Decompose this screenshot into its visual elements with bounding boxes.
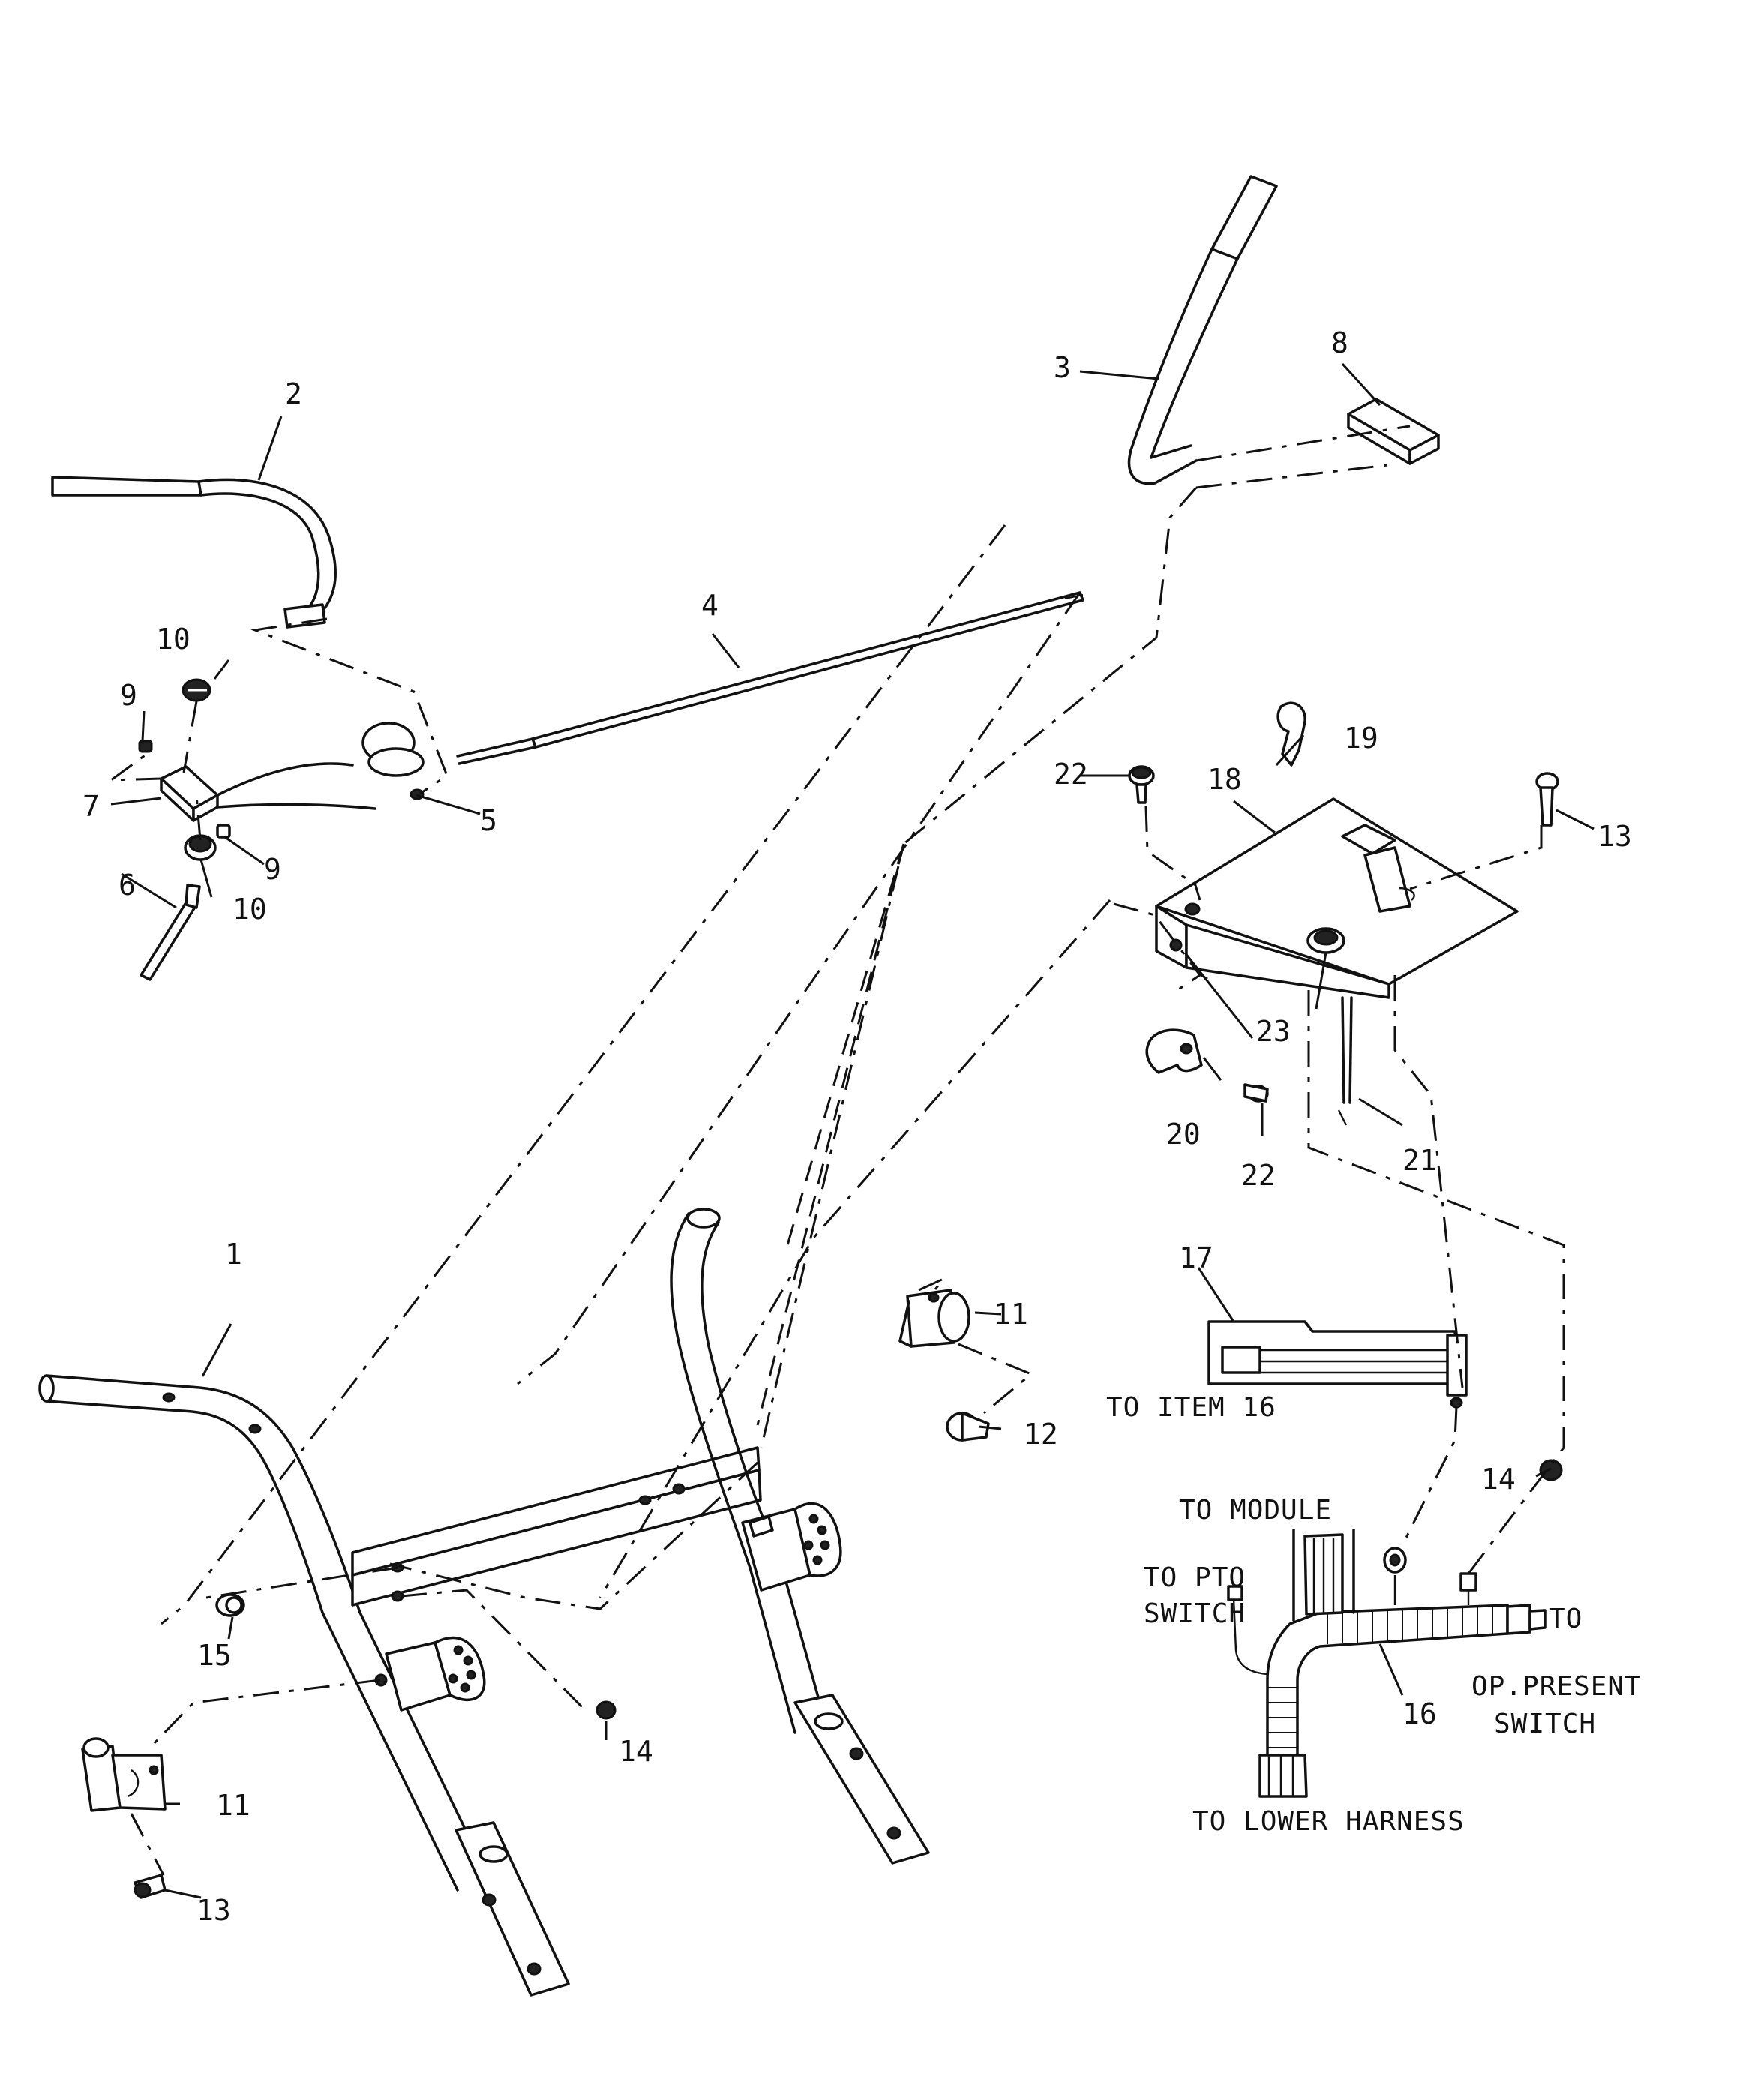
callout-12: 12 [1024, 1418, 1058, 1451]
callout-4: 4 [701, 589, 718, 622]
callout-leaders [110, 362, 1594, 1899]
part-22-bolt-lower [1244, 1083, 1269, 1103]
note-to-item-16: TO ITEM 16 [1106, 1392, 1276, 1423]
part-18-plate [1155, 797, 1519, 999]
note-op-present: OP.PRESENT [1472, 1671, 1642, 1702]
part-16-harness [1227, 1529, 1546, 1798]
callout-14-right: 14 [1481, 1463, 1516, 1496]
note-to-lower-harness: TO LOWER HARNESS [1192, 1806, 1465, 1837]
part-7-block [160, 762, 376, 822]
callout-8: 8 [1331, 326, 1348, 359]
part-12-connector [946, 1412, 990, 1442]
callout-14-lower: 14 [619, 1735, 653, 1768]
part-8-block [1347, 398, 1440, 465]
callout-7: 7 [82, 790, 100, 823]
part-13-screw-lower [134, 1874, 166, 1899]
callout-15: 15 [197, 1639, 232, 1672]
note-to-pto: TO PTO [1144, 1562, 1246, 1593]
callout-9-upper: 9 [120, 679, 137, 712]
part-21-wire [1337, 996, 1353, 1126]
part-22-bolt-upper [1128, 765, 1155, 804]
callout-22-lower: 22 [1241, 1159, 1276, 1192]
part-17-harness-end [1208, 1320, 1468, 1409]
callout-11-lower: 11 [216, 1789, 250, 1822]
callout-23: 23 [1256, 1015, 1291, 1048]
part-19-key [1276, 701, 1306, 767]
part-1-right-bar [670, 1208, 930, 1865]
callout-21: 21 [1402, 1144, 1437, 1177]
callout-16: 16 [1402, 1697, 1437, 1730]
part-11-switch-upper [898, 1289, 970, 1348]
connection-lines [107, 425, 1565, 1876]
callout-13-lower: 13 [196, 1894, 231, 1927]
callout-17: 17 [1179, 1241, 1214, 1274]
part-10-nut-lower [184, 834, 217, 861]
part-6-link [140, 884, 201, 981]
callout-18: 18 [1208, 763, 1242, 796]
callout-1: 1 [225, 1238, 242, 1271]
part-10-nut-upper [182, 678, 212, 702]
part-15-bushing [215, 1593, 245, 1617]
note-to-module: TO MODULE [1179, 1495, 1332, 1526]
note-switch: SWITCH [1144, 1598, 1246, 1629]
part-1-crossbar [351, 1446, 762, 1607]
callout-10-lower: 10 [232, 893, 267, 926]
part-14-nut-right [1539, 1459, 1563, 1481]
part-1-handle-frame [38, 1374, 570, 1997]
note-switch-2: SWITCH [1494, 1709, 1596, 1739]
callout-5: 5 [480, 804, 497, 837]
callout-numbers: 1 2 3 4 5 6 7 8 9 9 10 10 11 11 12 13 13… [82, 326, 1632, 1927]
part-4-rod [456, 591, 1084, 765]
part-2-left-lever [51, 476, 337, 629]
callout-22-upper: 22 [1054, 758, 1088, 791]
part-5-bushing [362, 722, 424, 800]
callout-2: 2 [285, 377, 302, 410]
callout-6: 6 [118, 869, 136, 902]
note-to: TO [1549, 1604, 1582, 1634]
part-13-screw-right [1535, 772, 1559, 827]
callout-10-upper: 10 [156, 623, 190, 656]
part-14-nut-lower [596, 1700, 616, 1720]
part-9-setscrew-upper [138, 740, 153, 753]
callout-19: 19 [1344, 722, 1378, 755]
part-3-right-lever [1127, 175, 1278, 485]
callout-3: 3 [1054, 351, 1071, 384]
part-20-clip [1145, 1028, 1203, 1074]
callout-11-upper: 11 [994, 1298, 1028, 1331]
part-9-setscrew-lower [216, 824, 231, 839]
callout-20: 20 [1166, 1118, 1201, 1151]
callout-9-lower: 9 [264, 853, 281, 886]
part-23-nut [1306, 927, 1346, 954]
part-11-switch-lower [81, 1737, 166, 1812]
callout-13-right: 13 [1598, 820, 1632, 853]
harness-notes: TO ITEM 16 TO MODULE TO PTO SWITCH TO OP… [1106, 1392, 1642, 1837]
